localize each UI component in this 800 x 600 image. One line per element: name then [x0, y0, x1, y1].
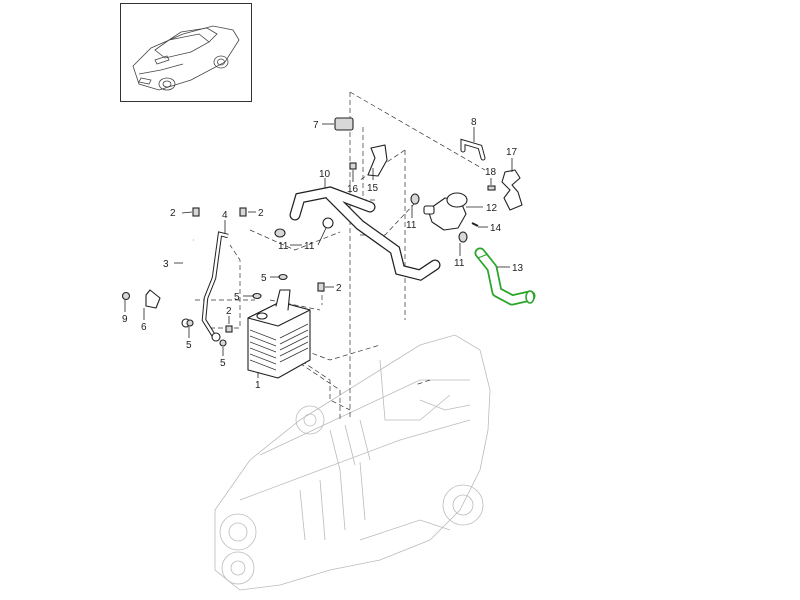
- part-2-bolts[interactable]: [192, 207, 325, 333]
- part-5-seals[interactable]: [186, 273, 288, 347]
- callout-labels: 1 2 2 2 2 3 4 5 5 5 5 6 7 8 9 10 11 11 1…: [122, 117, 524, 391]
- callout-18[interactable]: 18: [485, 167, 497, 178]
- part-9-bolt[interactable]: [121, 291, 131, 301]
- part-3-oil-pipe[interactable]: [170, 236, 194, 328]
- callout-17[interactable]: 17: [506, 147, 518, 158]
- callout-5[interactable]: 5: [234, 292, 240, 303]
- part-17-bracket[interactable]: [501, 169, 523, 211]
- callout-5[interactable]: 5: [220, 358, 226, 369]
- part-6-bracket[interactable]: [145, 289, 161, 309]
- car-icon: [132, 25, 240, 91]
- callout-10[interactable]: 10: [319, 169, 331, 180]
- part-4-oil-pipe[interactable]: [201, 231, 229, 342]
- callout-12[interactable]: 12: [486, 203, 498, 214]
- part-11-clamps[interactable]: [274, 193, 468, 243]
- part-14-screw[interactable]: [471, 222, 479, 227]
- callout-2[interactable]: 2: [258, 208, 264, 219]
- callout-8[interactable]: 8: [471, 117, 477, 128]
- callout-14[interactable]: 14: [490, 223, 502, 234]
- part-7-sensor[interactable]: [334, 117, 354, 131]
- callout-1[interactable]: 1: [255, 380, 261, 391]
- callout-5[interactable]: 5: [186, 340, 192, 351]
- callout-3[interactable]: 3: [163, 259, 169, 270]
- callout-16[interactable]: 16: [347, 184, 359, 195]
- callout-5[interactable]: 5: [261, 273, 267, 284]
- callout-11[interactable]: 11: [304, 241, 315, 252]
- assembly-guide-lines: [195, 91, 486, 420]
- callout-9[interactable]: 9: [122, 314, 128, 325]
- leader-lines: [124, 123, 513, 378]
- part-12-valve[interactable]: [423, 192, 468, 231]
- part-10-coolant-hose[interactable]: [289, 186, 441, 281]
- callout-7[interactable]: 7: [313, 120, 319, 131]
- part-15-bracket[interactable]: [367, 144, 388, 177]
- part-1-oil-cooler[interactable]: [247, 289, 311, 379]
- part-13-coolant-hose-highlighted[interactable]: [474, 247, 536, 306]
- callout-11[interactable]: 11: [406, 220, 417, 231]
- callout-4[interactable]: 4: [222, 210, 228, 221]
- callout-6[interactable]: 6: [141, 322, 147, 333]
- part-18-bolt[interactable]: [487, 185, 496, 191]
- callout-2[interactable]: 2: [226, 306, 232, 317]
- callout-11[interactable]: 11: [454, 258, 465, 269]
- callout-13[interactable]: 13: [512, 263, 524, 274]
- callout-11[interactable]: 11: [278, 241, 289, 252]
- callout-2[interactable]: 2: [170, 208, 176, 219]
- callout-2[interactable]: 2: [336, 283, 342, 294]
- part-16-nut[interactable]: [349, 162, 357, 170]
- vehicle-thumbnail: [120, 3, 252, 102]
- callout-15[interactable]: 15: [367, 183, 379, 194]
- transmission-housing: [214, 334, 491, 591]
